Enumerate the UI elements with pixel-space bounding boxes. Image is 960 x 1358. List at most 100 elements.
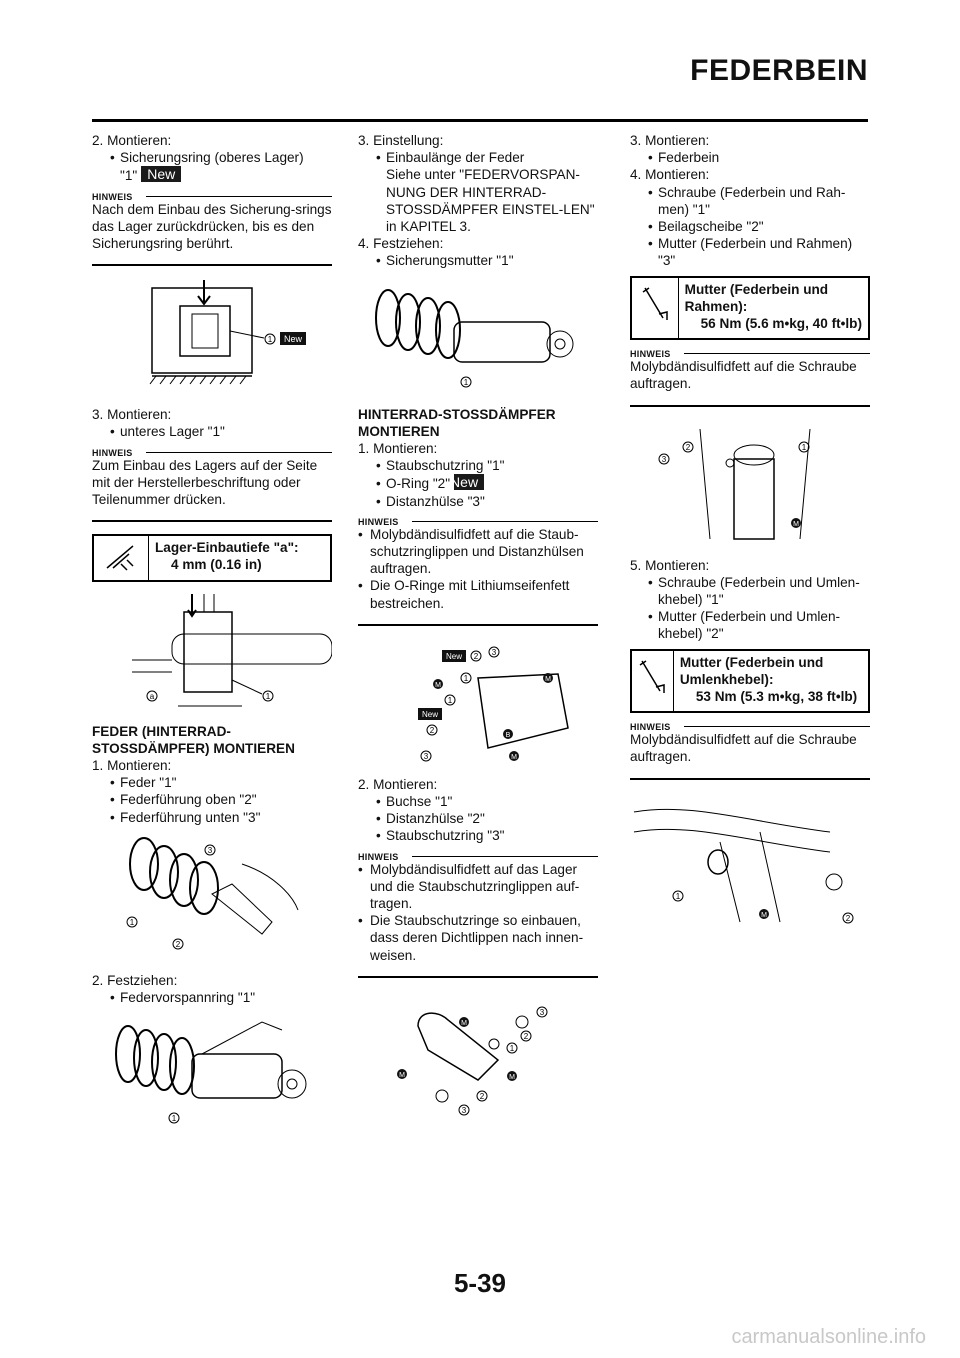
note-text: Molybdändisulfidfett auf die Staub-schut… bbox=[358, 526, 598, 578]
new-badge: New bbox=[450, 474, 485, 491]
step-text: 5. Montieren: bbox=[630, 557, 710, 573]
note-box: HINWEIS Nach dem Einbau des Sicherung-sr… bbox=[92, 189, 332, 267]
callout-1: 1 bbox=[268, 335, 273, 344]
note-text: Die O-Ringe mit Lithiumseifenfett bestre… bbox=[358, 577, 598, 611]
bullet-item: Federvorspannring "1" bbox=[92, 989, 332, 1006]
callout-3: 3 bbox=[462, 1106, 467, 1115]
bullet-continuation: Siehe unter "FEDERVORSPAN-NUNG DER HINTE… bbox=[386, 167, 595, 235]
bullet-item: Distanzhülse "2" bbox=[358, 810, 598, 827]
grease-m-icon: M bbox=[511, 754, 517, 761]
step-text: 2. Montieren: bbox=[92, 133, 172, 148]
bullet-item: Staubschutzring "1" bbox=[358, 457, 598, 474]
figure-spring-install: 3 1 2 bbox=[126, 836, 299, 950]
spec-title: Mutter (Federbein und Umlenkhebel): bbox=[679, 654, 824, 687]
new-badge: New bbox=[284, 334, 303, 344]
note-label: HINWEIS bbox=[630, 722, 671, 733]
step-text: 1. Montieren: bbox=[358, 441, 438, 457]
note-box: HINWEIS Molybdändisulfidfett auf die Sch… bbox=[630, 346, 870, 407]
callout-a: a bbox=[150, 692, 155, 701]
figure-lock-nut: 1 bbox=[375, 288, 574, 388]
callout-1: 1 bbox=[464, 674, 469, 683]
callout-2: 2 bbox=[430, 726, 435, 735]
new-badge: New bbox=[446, 652, 462, 661]
step-text: 3. Montieren: bbox=[92, 407, 172, 423]
note-text: Molybdändisulfidfett auf das Lager und d… bbox=[358, 861, 598, 913]
bullet-item: Sicherungsmutter "1" bbox=[358, 252, 598, 269]
grease-m-icon: M bbox=[435, 682, 441, 689]
note-text: Die Staubschutzringe so einbauen, dass d… bbox=[358, 912, 598, 964]
callout-1: 1 bbox=[448, 696, 453, 705]
torque-wrench-icon bbox=[632, 277, 679, 339]
spec-title: Mutter (Federbein und Rahmen): bbox=[684, 281, 829, 314]
callout-2: 2 bbox=[474, 652, 479, 661]
spec-value: 4 mm (0.16 in) bbox=[171, 557, 262, 573]
header-rule bbox=[92, 119, 868, 122]
grease-m-icon: M bbox=[761, 912, 767, 919]
grease-m-icon: M bbox=[545, 676, 551, 683]
figure-shock-frame: 3 2 1 M bbox=[658, 428, 811, 540]
callout-2: 2 bbox=[686, 443, 691, 452]
spec-value: 56 Nm (5.6 m•kg, 40 ft•lb) bbox=[700, 316, 862, 332]
callout-1: 1 bbox=[172, 1114, 177, 1123]
note-label: HINWEIS bbox=[358, 851, 399, 862]
figure-upper-bearing: 1 New bbox=[149, 280, 306, 385]
note-label: HINWEIS bbox=[358, 516, 399, 527]
grease-m-icon: M bbox=[461, 1020, 467, 1027]
grease-m-icon: M bbox=[793, 521, 799, 528]
spec-title: Lager-Einbautiefe "a": bbox=[155, 540, 299, 556]
note-box: HINWEIS Molybdändisulfidfett auf das Lag… bbox=[358, 849, 598, 978]
callout-3: 3 bbox=[208, 846, 213, 855]
callout-3: 3 bbox=[540, 1008, 545, 1017]
figure-shock-link: 1 2 M bbox=[633, 808, 854, 924]
bullet-text: O-Ring "2" bbox=[386, 476, 451, 492]
note-label: HINWEIS bbox=[630, 349, 671, 360]
spec-box: Lager-Einbautiefe "a": 4 mm (0.16 in) bbox=[92, 534, 332, 582]
step-text: 2. Montieren: bbox=[358, 776, 438, 792]
step-text: 3. Einstellung: bbox=[358, 133, 444, 148]
grease-m-icon: M bbox=[509, 1074, 515, 1081]
note-label: HINWEIS bbox=[92, 191, 133, 202]
spec-box: Mutter (Federbein und Umlenkhebel): 53 N… bbox=[630, 648, 870, 714]
step-text: 4. Festziehen: bbox=[358, 236, 444, 252]
bullet-item: Einbaulänge der Feder bbox=[358, 149, 598, 166]
new-badge: New bbox=[141, 166, 182, 183]
depth-gauge-icon bbox=[94, 536, 149, 580]
callout-1: 1 bbox=[266, 692, 271, 701]
spec-box: Mutter (Federbein und Rahmen): 56 Nm (5.… bbox=[630, 275, 870, 341]
callout-1: 1 bbox=[676, 892, 681, 901]
step-text: 1. Montieren: bbox=[92, 758, 172, 774]
bullet-item: Beilagscheibe "2" bbox=[630, 218, 870, 235]
grease-b-icon: B bbox=[506, 732, 511, 739]
watermark: carmanualsonline.info bbox=[731, 1326, 926, 1348]
bullet-text: "1" bbox=[120, 168, 138, 184]
page-title: FEDERBEIN bbox=[690, 54, 868, 87]
bullet-item: Federbein bbox=[630, 149, 870, 166]
bullet-item: O-Ring "2"New bbox=[358, 474, 598, 492]
step-text: 2. Festziehen: bbox=[92, 972, 178, 988]
callout-2: 2 bbox=[480, 1092, 485, 1101]
step-text: 4. Montieren: bbox=[630, 167, 710, 183]
callout-2: 2 bbox=[524, 1032, 529, 1041]
section-heading: HINTERRAD-STOSSDÄMPFER MONTIEREN bbox=[358, 406, 556, 439]
bullet-item: Staubschutzring "3" bbox=[358, 827, 598, 844]
figure-preload-ring: 1 bbox=[115, 1021, 307, 1124]
callout-3: 3 bbox=[492, 648, 497, 657]
grease-m-icon: M bbox=[399, 1072, 405, 1079]
note-label: HINWEIS bbox=[92, 447, 133, 458]
bullet-continuation: "1"New bbox=[92, 166, 332, 184]
bullet-item: Schraube (Federbein und Umlen-khebel) "1… bbox=[630, 574, 870, 608]
bullet-item: Mutter (Federbein und Rahmen) "3" bbox=[630, 235, 870, 269]
note-text: Molybdändisulfidfett auf die Schraube au… bbox=[630, 732, 857, 765]
callout-1: 1 bbox=[802, 443, 807, 452]
page-number: 5-39 bbox=[453, 1268, 507, 1298]
figure-bushing: 3 2 1 2 3 M M M bbox=[397, 1006, 548, 1116]
column-left: 2. Montieren: Sicherungsring (oberes Lag… bbox=[92, 132, 332, 1142]
bullet-item: unteres Lager "1" bbox=[92, 423, 332, 440]
bullet-item: Schraube (Federbein und Rah-men) "1" bbox=[630, 184, 870, 218]
figure-lower-bearing: a 1 bbox=[132, 593, 332, 707]
callout-2: 2 bbox=[176, 940, 181, 949]
callout-1: 1 bbox=[130, 918, 135, 927]
bullet-item: Feder "1" bbox=[92, 774, 332, 791]
bullet-item: Federführung unten "3" bbox=[92, 809, 332, 826]
note-box: HINWEIS Molybdändisulfidfett auf die Sch… bbox=[630, 719, 870, 780]
